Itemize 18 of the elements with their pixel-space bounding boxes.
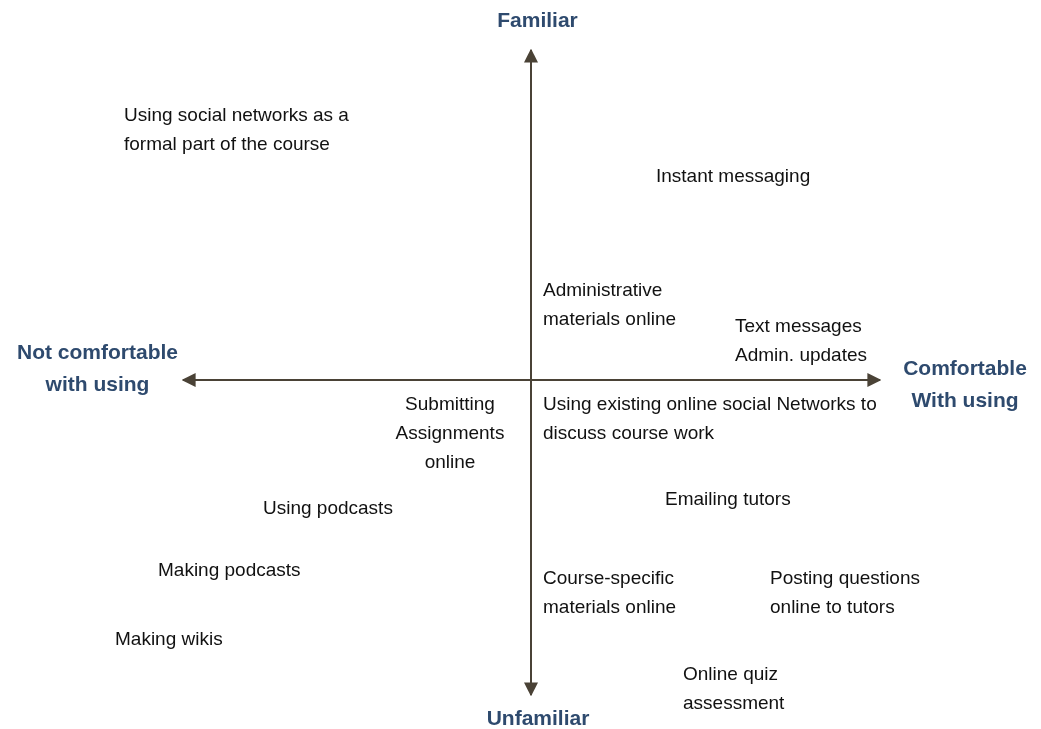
item-label: Text messages [735, 314, 862, 338]
item-label: Using podcasts [263, 496, 393, 520]
axis-label: Not comfortable with using [16, 339, 179, 397]
axis-label: Unfamiliar [485, 705, 591, 729]
axis-label: Familiar [496, 7, 579, 33]
item-label: Online quiz assessment [683, 662, 786, 715]
item-label: Posting questions online to tutors [770, 566, 921, 619]
item-label: Using social networks as a formal part of the course [124, 103, 350, 156]
item-label: Making wikis [115, 627, 223, 651]
item-label: Submitting Assignments online [394, 392, 506, 474]
item-label: Admin. updates [735, 343, 868, 367]
item-label: Instant messaging [656, 164, 811, 188]
axis-label: Comfortable With using [902, 355, 1028, 413]
item-label: Using existing online social Networks to discuss course work [543, 392, 878, 445]
item-label: Course-specific materials online [543, 566, 678, 619]
item-label: Making podcasts [158, 558, 301, 582]
item-label: Administrative materials online [543, 278, 678, 331]
item-label: Emailing tutors [665, 487, 791, 511]
